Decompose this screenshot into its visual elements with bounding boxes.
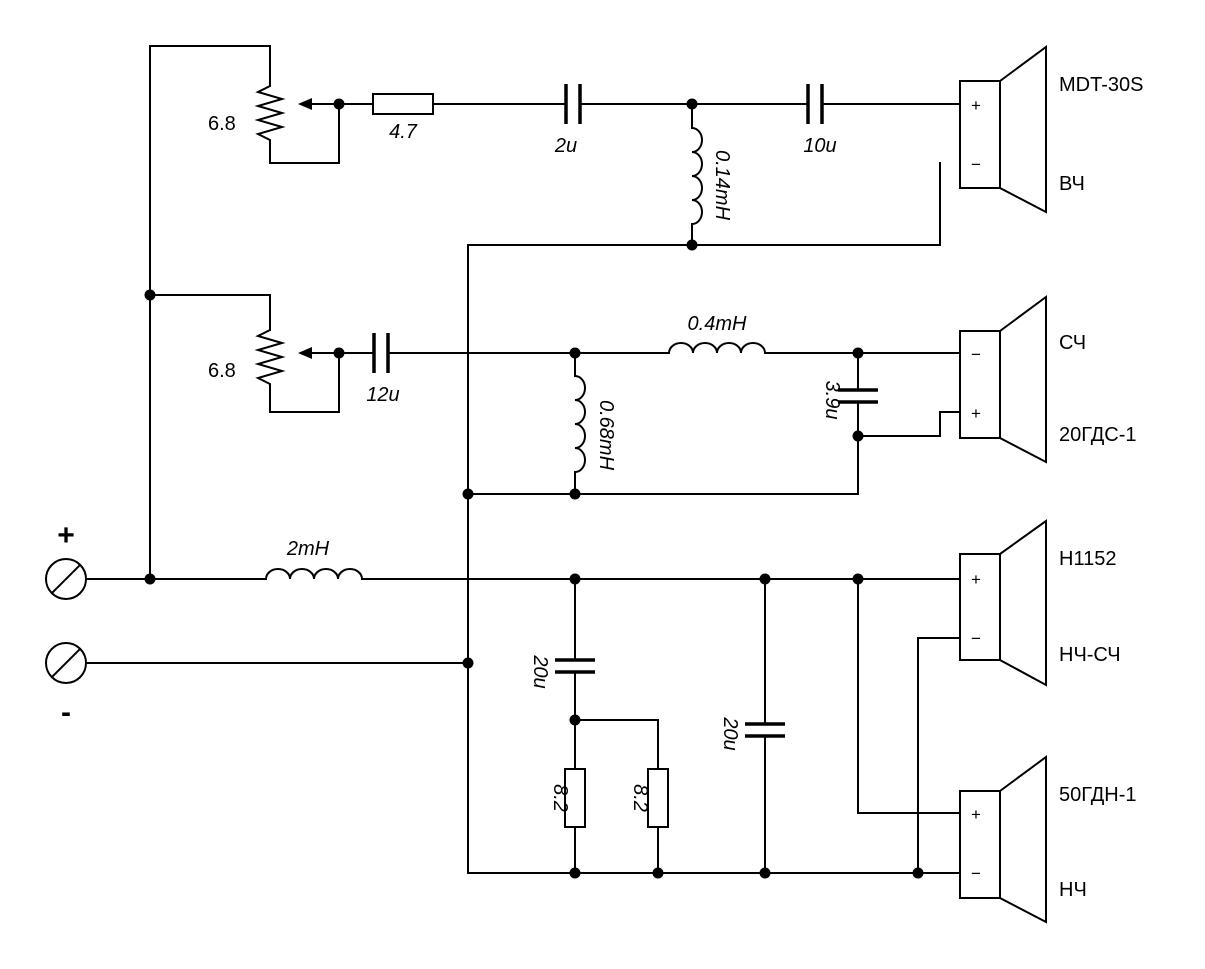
capacitor-mid-shunt-value: 3.9u: [821, 381, 843, 420]
inductor-tweeter: [691, 103, 703, 246]
positive-bus-to-mid-pot: [149, 294, 271, 323]
input-terminal-minus: [45, 642, 469, 684]
capacitor-bass-zobel-value: 20u: [529, 654, 551, 688]
capacitor-tweeter-2: [806, 84, 824, 124]
resistor-bass-2: [647, 768, 669, 828]
inductor-bass: [264, 568, 364, 581]
speaker-tweeter-bottom-pin: −: [971, 155, 981, 174]
junction-dot: [759, 867, 771, 879]
junction-dot: [333, 98, 345, 110]
capacitor-tweeter-2-value: 10u: [803, 135, 836, 157]
woofer-parallel-wire: [857, 578, 961, 874]
capacitor-bass-shunt: [745, 722, 785, 738]
junction-dot: [852, 430, 864, 442]
junction-dots: [144, 98, 924, 879]
junction-dot: [333, 347, 345, 359]
speaker-midbass-model: H1152: [1059, 548, 1116, 570]
junction-dot: [144, 289, 156, 301]
speaker-tweeter: [959, 45, 1047, 214]
junction-dot: [759, 573, 771, 585]
inductor-tweeter-value: 0.14mH: [711, 150, 733, 221]
junction-dot: [686, 239, 698, 251]
speaker-midbass-bottom-pin: −: [971, 629, 981, 648]
speaker-tweeter-model: MDT-30S: [1059, 74, 1143, 96]
speaker-woofer-top-pin: +: [971, 805, 981, 824]
junction-dot: [852, 573, 864, 585]
plus-terminal-label: +: [57, 519, 75, 552]
resistor-bass-1: [564, 768, 586, 828]
speaker-woofer-band: НЧ: [1059, 879, 1087, 901]
pot-mid-value: 6.8: [208, 360, 236, 382]
speaker-midbass-band: НЧ-СЧ: [1059, 644, 1121, 666]
mid-shunt-return: [467, 435, 859, 495]
speaker-mid-top-pin: −: [971, 345, 981, 364]
capacitor-mid-series: [372, 333, 390, 373]
pot-mid: [254, 321, 340, 413]
positive-bus-vertical: [149, 45, 271, 580]
junction-dot: [652, 867, 664, 879]
speaker-woofer-bottom-pin: −: [971, 864, 981, 883]
capacitor-bass-shunt-value: 20u: [719, 716, 741, 750]
input-terminal-plus: [45, 558, 151, 600]
junction-dot: [912, 867, 924, 879]
junction-dot: [144, 573, 156, 585]
pot-tweeter-value: 6.8: [208, 113, 236, 135]
speaker-tweeter-top-pin: +: [971, 96, 981, 115]
speaker-tweeter-band: ВЧ: [1059, 173, 1085, 195]
resistor-bass-1-value: 8.2: [549, 784, 571, 812]
minus-terminal-label: -: [61, 696, 71, 729]
resistor-tweeter: [372, 93, 434, 115]
junction-dot: [569, 714, 581, 726]
zobel-wire: [574, 578, 659, 874]
mid-cap-wire: [857, 352, 961, 437]
speaker-mid-band: 20ГДС-1: [1059, 424, 1137, 446]
junction-dot: [569, 347, 581, 359]
junction-dot: [462, 657, 474, 669]
capacitor-bass-zobel: [555, 658, 595, 674]
resistor-bass-2-value: 8.2: [629, 784, 651, 812]
inductor-mid-shunt: [574, 352, 586, 495]
capacitor-tweeter-1: [564, 84, 582, 124]
junction-dot: [462, 488, 474, 500]
speaker-midbass-top-pin: +: [971, 570, 981, 589]
junction-dot: [569, 488, 581, 500]
speaker-woofer: [959, 755, 1047, 924]
pot-tweeter: [254, 77, 340, 164]
inductor-mid-series-value: 0.4mH: [688, 313, 747, 335]
capacitor-mid-series-value: 12u: [366, 384, 399, 406]
speaker-woofer-model: 50ГДН-1: [1059, 784, 1137, 806]
speaker-mid-model: СЧ: [1059, 332, 1086, 354]
return-bus: [467, 162, 961, 874]
speaker-midbass: [959, 519, 1047, 687]
junction-dot: [686, 98, 698, 110]
inductor-mid-shunt-value: 0.68mH: [595, 400, 617, 471]
inductor-bass-value: 2mH: [286, 538, 330, 560]
speaker-mid-bottom-pin: +: [971, 404, 981, 423]
inductor-mid-series: [667, 342, 767, 355]
junction-dot: [569, 573, 581, 585]
capacitor-tweeter-1-value: 2u: [554, 135, 577, 157]
capacitor-mid-shunt: [838, 388, 878, 404]
junction-dot: [852, 347, 864, 359]
speaker-mid: [959, 295, 1047, 464]
resistor-tweeter-value: 4.7: [389, 121, 418, 143]
junction-dot: [569, 867, 581, 879]
